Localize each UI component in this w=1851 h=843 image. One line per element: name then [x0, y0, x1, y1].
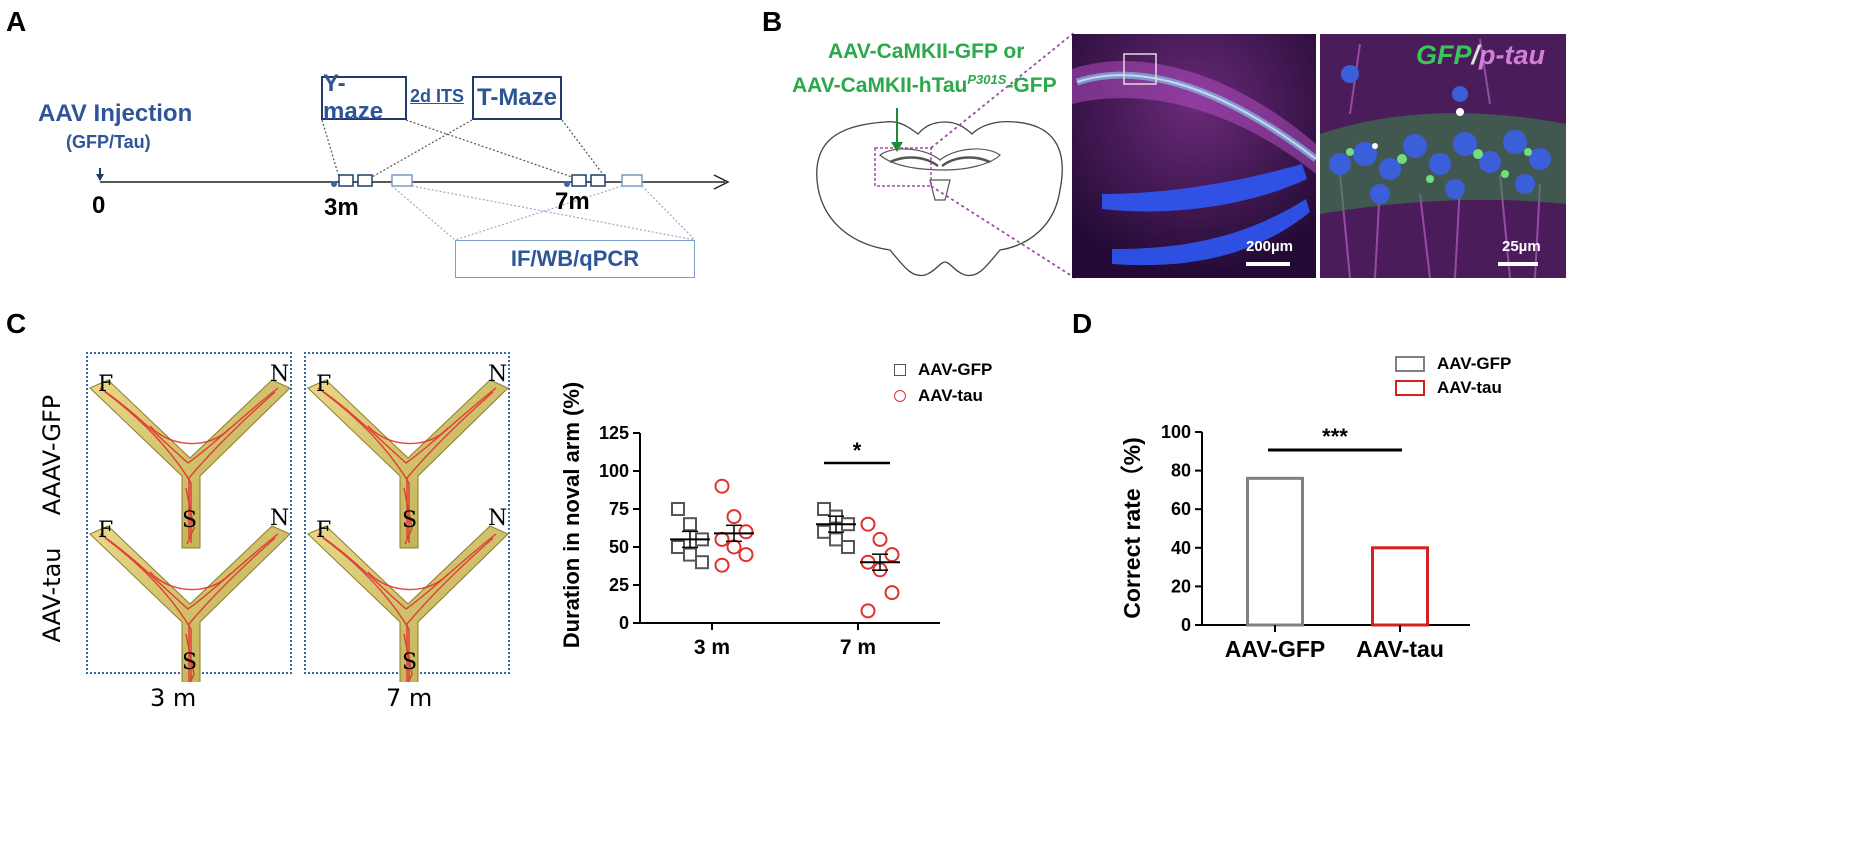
col-label-7m: 7 m: [386, 684, 433, 712]
bar: [1246, 476, 1304, 627]
y-tick-label: 80: [1171, 461, 1191, 481]
construct-label-1: AAV-CaMKII-GFP or: [828, 40, 1025, 63]
arm-s-4: S: [402, 650, 418, 675]
scatter-ylabel: Duration in noval arm (%): [559, 381, 584, 649]
coronal-brain-diagram: [816, 31, 1076, 279]
arm-f-4: F: [316, 518, 332, 543]
data-point-circle: [714, 531, 730, 547]
tick-3m: 3m: [324, 194, 359, 221]
significance-label: ***: [1322, 424, 1348, 449]
tmaze-box: T-Maze: [472, 76, 562, 120]
bar-legend-tau: AAV-tau: [1395, 378, 1502, 398]
y-tick-label: 60: [1171, 499, 1191, 519]
tick-7m: 7m: [555, 188, 590, 215]
scatter-legend-tau: AAV-tau: [894, 386, 983, 406]
data-point-circle: [860, 516, 876, 532]
injection-label: AAV Injection: [38, 100, 193, 127]
assay-box: IF/WB/qPCR: [455, 240, 695, 278]
y-tick-label: 0: [619, 613, 629, 633]
data-point-square: [683, 517, 697, 532]
bar: [1371, 546, 1429, 627]
arm-f-1: F: [98, 372, 114, 397]
x-tick-label: 7 m: [840, 636, 876, 659]
data-point-circle: [714, 557, 730, 573]
data-point-circle: [884, 585, 900, 601]
x-tick-label: 3 m: [694, 636, 730, 659]
y-tick-label: 0: [1181, 615, 1191, 635]
row-label-tau: AAV-tau: [38, 547, 66, 643]
bar-ylabel: Correct rate（%): [1119, 437, 1145, 619]
y-tick-label: 25: [609, 575, 629, 595]
construct-label-2: AAV-CaMKII-hTauP301S-GFP: [792, 72, 1057, 97]
arm-f-3: F: [316, 372, 332, 397]
data-point-square: [671, 502, 685, 516]
ymaze-box: Y-maze: [321, 70, 407, 125]
col-label-3m: 3 m: [150, 684, 197, 712]
its-label: 2d ITS: [410, 86, 465, 106]
y-tick-label: 50: [609, 537, 629, 557]
data-point-circle: [872, 531, 888, 547]
square-marker-icon: [894, 364, 906, 376]
arm-n-1: N: [270, 362, 290, 387]
panel-letter-a: A: [6, 6, 27, 37]
arm-f-2: F: [98, 518, 114, 543]
arm-n-3: N: [488, 362, 508, 387]
y-tick-label: 100: [1161, 422, 1191, 442]
gray-swatch-icon: [1395, 356, 1425, 372]
data-point-circle: [738, 547, 754, 563]
data-point-square: [817, 502, 831, 516]
panel-letter-b: B: [762, 6, 783, 37]
data-point-circle: [738, 524, 754, 540]
significance-label: *: [853, 438, 862, 463]
data-point-circle: [860, 603, 876, 619]
ptau-label: p-tau: [1479, 40, 1546, 70]
scatter-plot-area: 0 25 50 75 100 125 3 m 7 m *: [599, 423, 940, 659]
arm-s-2: S: [182, 650, 198, 675]
data-point-square: [695, 555, 709, 570]
scatter-legend-gfp: AAV-GFP: [894, 360, 992, 380]
x-tick-label: AAV-tau: [1356, 636, 1444, 662]
micrograph-low-mag: 200µm: [1072, 34, 1316, 278]
y-tick-label: 20: [1171, 576, 1191, 596]
circle-marker-icon: [894, 390, 906, 402]
arm-s-1: S: [182, 508, 198, 533]
y-tick-label: 40: [1171, 538, 1191, 558]
y-tick-label: 75: [609, 499, 629, 519]
bar-legend-gfp: AAV-GFP: [1395, 354, 1511, 374]
injection-sub: (GFP/Tau): [66, 132, 151, 152]
arm-n-2: N: [270, 506, 290, 531]
arm-n-4: N: [488, 506, 508, 531]
scale-bar-200: 200µm: [1246, 238, 1294, 255]
x-tick-label: AAV-GFP: [1225, 636, 1326, 662]
red-swatch-icon: [1395, 380, 1425, 396]
stain-legend: GFP/p-tau: [1416, 40, 1546, 70]
arm-s-3: S: [402, 508, 418, 533]
tick-0: 0: [92, 192, 106, 219]
panel-letter-c: C: [6, 308, 27, 339]
y-tick-label: 125: [599, 423, 629, 443]
row-label-gfp: AAAV-GFP: [38, 394, 66, 516]
panel-letter-d: D: [1072, 308, 1093, 339]
timeline-lines: [96, 119, 730, 241]
data-point-circle: [726, 539, 742, 555]
data-point-square: [841, 540, 855, 554]
data-point-square: [683, 547, 697, 562]
data-point-circle: [726, 509, 742, 525]
micrograph-high-mag: GFP/p-tau 25µm: [1320, 34, 1566, 278]
ymaze-tracks: [89, 379, 509, 682]
data-point-square: [829, 532, 843, 547]
data-point-circle: [714, 478, 730, 494]
scale-bar-25: 25µm: [1502, 238, 1541, 255]
gfp-label: GFP: [1416, 40, 1472, 70]
y-tick-label: 100: [599, 461, 629, 481]
